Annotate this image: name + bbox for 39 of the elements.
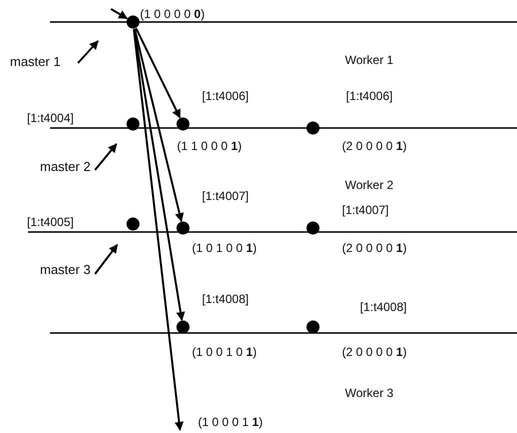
- event-dot: [306, 320, 320, 334]
- node-caption: [1:t4006]: [346, 89, 393, 103]
- event-dot: [126, 118, 140, 130]
- annotation-text: [1:t4005]: [27, 215, 74, 229]
- node-caption: [1:t4008]: [202, 292, 249, 306]
- node-caption: (2 0 0 0 0 1): [342, 345, 407, 359]
- event-dot: [306, 122, 320, 134]
- node-caption: [1:t4008]: [360, 300, 407, 314]
- event-dot: [306, 222, 320, 234]
- node-caption: (1 0 0 1 0 1): [192, 345, 257, 359]
- annotation-text: [1:t4004]: [27, 111, 74, 125]
- master-label: master 1: [10, 54, 61, 70]
- event-dot: [176, 118, 190, 130]
- arrow: [77, 40, 99, 64]
- node-caption: [1:t4007]: [202, 189, 249, 203]
- node-caption: (2 0 0 0 0 1): [342, 139, 407, 153]
- master-label: master 2: [40, 159, 91, 175]
- annotation-text: Worker 1: [345, 53, 394, 67]
- arrow: [135, 28, 181, 119]
- event-dot: [176, 320, 190, 334]
- arrow: [94, 244, 118, 275]
- node-caption: (1 0 1 0 0 1): [192, 241, 257, 255]
- annotation-text: Worker 2: [345, 178, 394, 192]
- arrow: [134, 28, 184, 222]
- node-caption: (2 0 0 0 0 1): [342, 241, 407, 255]
- node-caption: [1:t4007]: [342, 203, 389, 217]
- event-dot: [126, 16, 140, 28]
- arrow: [110, 8, 128, 20]
- arrow: [94, 143, 118, 171]
- event-dot: [126, 218, 140, 230]
- master-label: master 3: [40, 262, 91, 278]
- arrow: [132, 28, 184, 431]
- node-caption: [1:t4006]: [202, 89, 249, 103]
- node-caption: (1 0 0 0 0 0): [140, 7, 205, 21]
- event-dot: [176, 222, 190, 234]
- annotation-text: Worker 3: [345, 386, 394, 400]
- node-caption: (1 1 0 0 0 1): [177, 139, 242, 153]
- annotation-text: (1 0 0 0 1 1): [198, 415, 263, 429]
- arrow: [133, 28, 185, 321]
